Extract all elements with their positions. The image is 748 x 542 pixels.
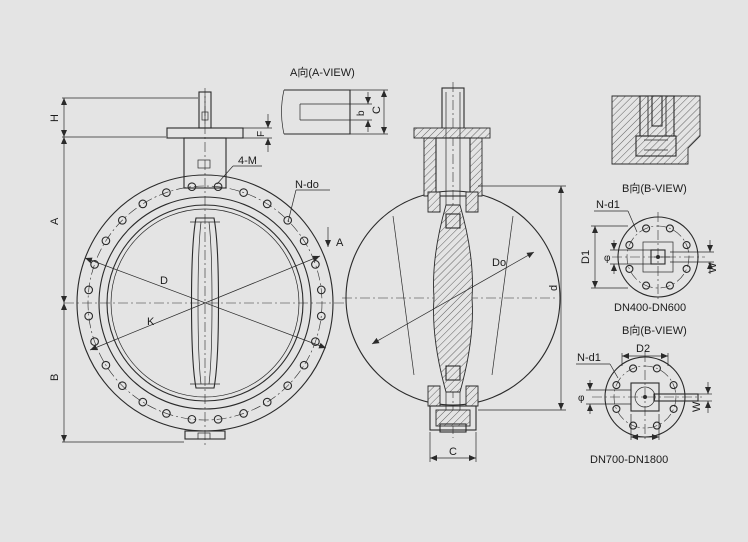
dimension-C-top-label: C [371, 106, 383, 114]
a-view-title: A向(A-VIEW) [290, 65, 355, 79]
dimension-W-1-label: W [707, 262, 719, 273]
view-A-arrow-label: A [336, 237, 344, 249]
bolt-hole [625, 264, 634, 273]
bolt-hole [642, 224, 651, 233]
dimension-C-bottom-label: C [449, 446, 457, 458]
dimension-K-label: K [147, 316, 155, 328]
bolt-hole [101, 236, 111, 246]
front-view: D K 4-M N-do A H A B F [49, 88, 346, 448]
dimension-H-label: H [49, 114, 61, 122]
bolt-hole [612, 404, 621, 413]
bolt-hole [652, 421, 661, 430]
side-view: Do d C [342, 82, 566, 462]
bolt-hole [629, 421, 638, 430]
dimension-phi-2-label: φ [578, 393, 585, 404]
bolt-hole [262, 199, 272, 209]
shaft-section-detail [611, 95, 701, 165]
range-label-1: DN400-DN600 [614, 302, 686, 314]
bolt-hole [311, 260, 320, 269]
bolt-hole [283, 215, 293, 225]
bolt-hole [138, 199, 148, 209]
bolt-hole [642, 281, 651, 290]
b-view-title-2: B向(B-VIEW) [622, 323, 687, 337]
bolt-hole [612, 381, 621, 390]
dimension-4M-label: 4-M [238, 155, 257, 167]
bolt-hole [187, 182, 197, 192]
dimension-D2-label: D2 [636, 343, 650, 355]
dimension-b-label: b [356, 110, 367, 116]
dimension-F-label: F [256, 131, 267, 137]
bolt-hole [117, 215, 127, 225]
bolt-hole [665, 281, 674, 290]
bolt-hole [299, 360, 309, 370]
bolt-hole [652, 364, 661, 373]
bolt-hole [213, 414, 223, 424]
bolt-hole [283, 381, 293, 391]
bolt-hole [629, 364, 638, 373]
a-view-detail: A向(A-VIEW) C b [281, 65, 388, 135]
bolt-hole [625, 241, 634, 250]
b-view-small: B向(B-VIEW) D1 φ W N-d1 DN400-DN600 [580, 181, 719, 314]
bolt-hole [682, 241, 691, 250]
dimension-d-label: d [548, 285, 560, 291]
bolt-hole [162, 409, 171, 418]
range-label-2: DN700-DN1800 [590, 454, 668, 466]
dimension-Ndo-label: N-do [295, 179, 319, 191]
bolt-hole [665, 224, 674, 233]
dimension-Nd1-1-label: N-d1 [596, 199, 620, 211]
bolt-hole [239, 409, 248, 418]
dimension-Nd1-2-label: N-d1 [577, 352, 601, 364]
bolt-hole [682, 264, 691, 273]
b-view-large: B向(B-VIEW) D2 φ W N-d1 DN700-DN1800 [576, 323, 712, 466]
bolt-hole [262, 397, 272, 407]
dimension-W-2-label: W [691, 401, 703, 412]
bolt-hole [138, 397, 148, 407]
bolt-hole [117, 381, 127, 391]
dimension-D-label: D [160, 275, 168, 287]
dimension-D1-label: D1 [580, 250, 592, 264]
bolt-hole [239, 188, 248, 197]
dimension-A-label: A [49, 217, 61, 225]
dimension-B-label: B [49, 374, 61, 381]
bolt-hole [162, 188, 171, 197]
dimension-phi-1-label: φ [604, 253, 611, 264]
bolt-hole [187, 414, 197, 424]
dimension-Do-label: Do [492, 257, 506, 269]
bolt-hole [669, 381, 678, 390]
bolt-hole [669, 404, 678, 413]
bolt-hole [299, 236, 309, 246]
bolt-hole [101, 360, 111, 370]
b-view-title-1: B向(B-VIEW) [622, 181, 687, 195]
